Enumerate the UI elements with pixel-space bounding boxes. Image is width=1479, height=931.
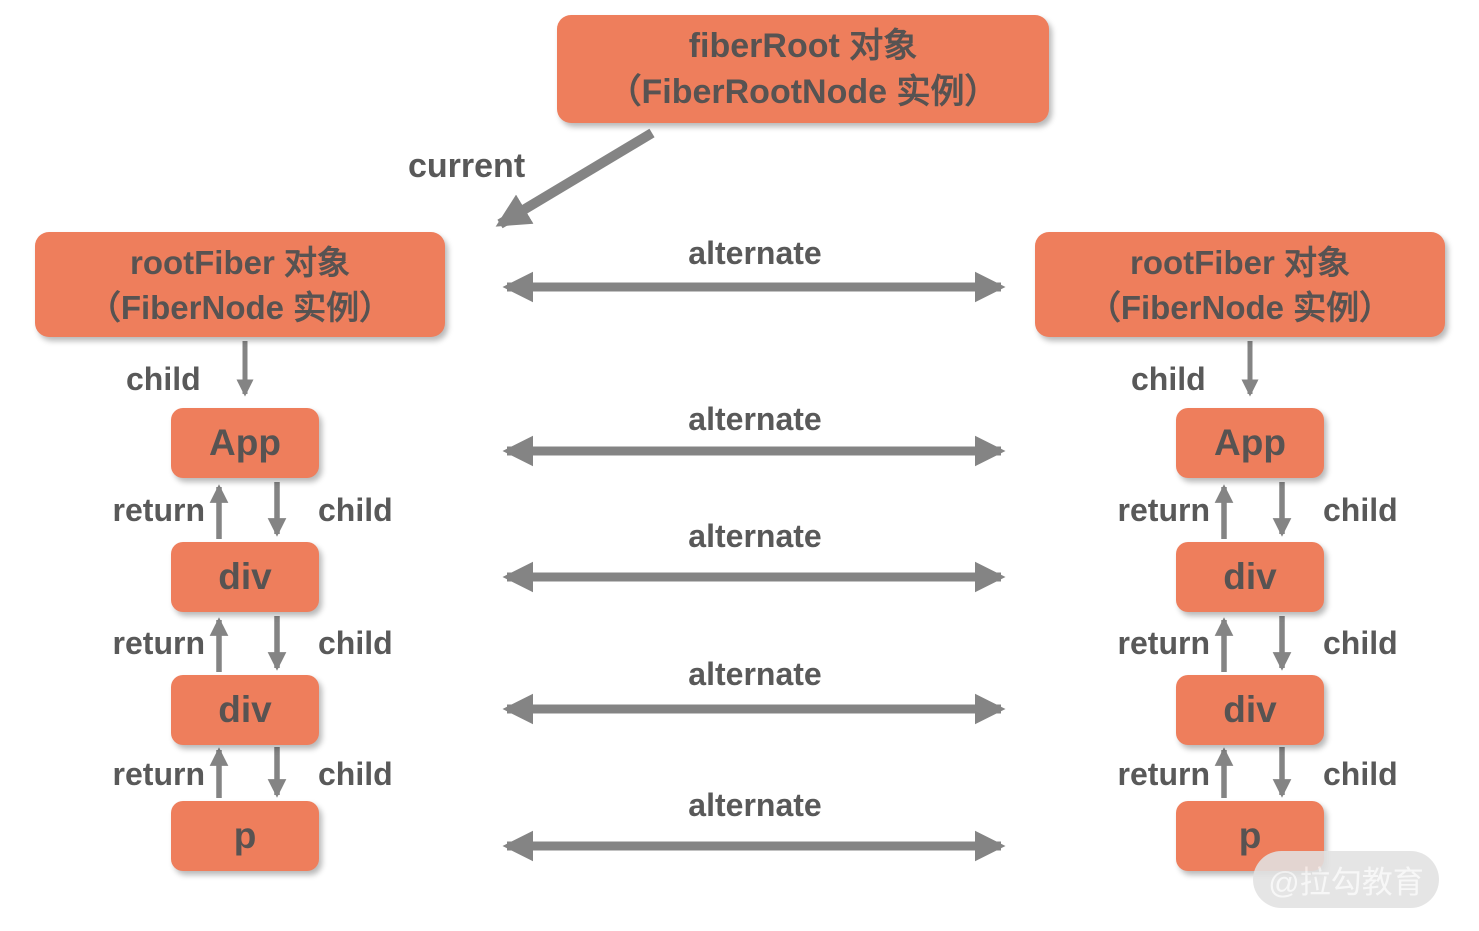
child-label-right-3: child bbox=[1323, 756, 1398, 792]
right-node-app-label: App bbox=[1214, 422, 1286, 463]
alternate-label-3: alternate bbox=[688, 518, 822, 554]
root-fiber-left-node: rootFiber 对象 （FiberNode 实例） bbox=[35, 232, 445, 337]
right-node-div-1-label: div bbox=[1223, 556, 1277, 597]
left-node-p: p bbox=[171, 801, 319, 871]
alternate-label-4: alternate bbox=[688, 656, 822, 692]
current-label: current bbox=[408, 147, 526, 185]
alternate-label-1: alternate bbox=[688, 235, 822, 271]
return-label-left-2: return bbox=[112, 625, 205, 661]
child-label-left-3: child bbox=[318, 756, 393, 792]
right-node-div-2-label: div bbox=[1223, 689, 1277, 730]
return-label-right-2: return bbox=[1117, 625, 1210, 661]
root-fiber-right-title: rootFiber 对象 bbox=[1130, 243, 1350, 281]
root-fiber-left-subtitle: （FiberNode 实例） bbox=[87, 288, 393, 326]
return-label-left-3: return bbox=[112, 756, 205, 792]
return-label-right-3: return bbox=[1117, 756, 1210, 792]
return-label-right-1: return bbox=[1117, 492, 1210, 528]
alternate-label-5: alternate bbox=[688, 787, 822, 823]
alternate-label-2: alternate bbox=[688, 401, 822, 437]
right-node-p-label: p bbox=[1238, 815, 1262, 856]
child-label-left-1: child bbox=[318, 492, 393, 528]
left-node-div-1-label: div bbox=[218, 556, 272, 597]
root-fiber-right-subtitle: （FiberNode 实例） bbox=[1087, 288, 1393, 326]
fiber-root-node: fiberRoot 对象 （FiberRootNode 实例） bbox=[557, 15, 1049, 123]
left-node-app-label: App bbox=[209, 422, 281, 463]
right-node-div-2: div bbox=[1176, 675, 1324, 745]
right-node-app: App bbox=[1176, 408, 1324, 478]
child-label-left-root: child bbox=[126, 361, 201, 397]
left-node-div-1: div bbox=[171, 542, 319, 612]
child-label-left-2: child bbox=[318, 625, 393, 661]
return-label-left-1: return bbox=[112, 492, 205, 528]
child-label-right-2: child bbox=[1323, 625, 1398, 661]
fiber-root-title: fiberRoot 对象 bbox=[688, 27, 918, 65]
right-node-div-1: div bbox=[1176, 542, 1324, 612]
watermark-badge: @拉勾教育 bbox=[1253, 851, 1439, 908]
fiber-root-subtitle: （FiberRootNode 实例） bbox=[607, 73, 999, 111]
left-node-app: App bbox=[171, 408, 319, 478]
root-fiber-left-title: rootFiber 对象 bbox=[130, 243, 350, 281]
watermark-text: @拉勾教育 bbox=[1268, 865, 1424, 900]
child-label-right-root: child bbox=[1131, 361, 1206, 397]
child-label-right-1: child bbox=[1323, 492, 1398, 528]
root-fiber-right-node: rootFiber 对象 （FiberNode 实例） bbox=[1035, 232, 1445, 337]
left-node-p-label: p bbox=[233, 815, 257, 856]
left-node-div-2-label: div bbox=[218, 689, 272, 730]
left-node-div-2: div bbox=[171, 675, 319, 745]
